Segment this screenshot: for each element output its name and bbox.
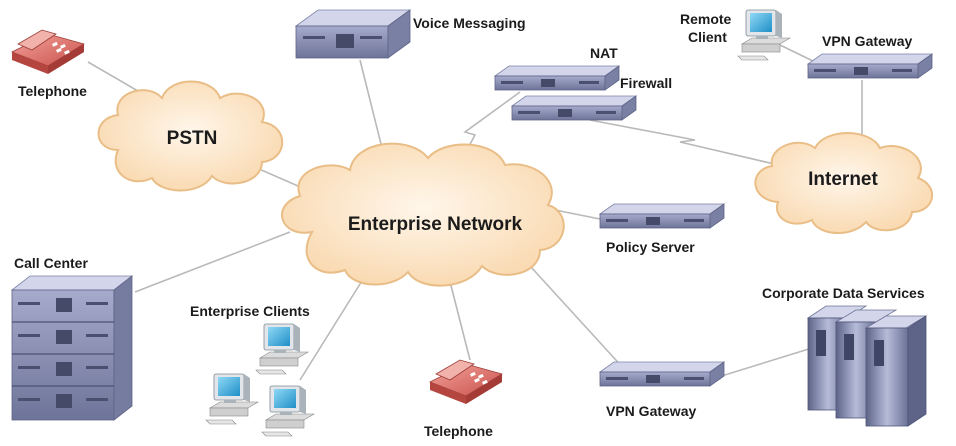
voice-messaging-label: Voice Messaging (413, 15, 526, 31)
enterprise-network-label: Enterprise Network (348, 214, 523, 235)
enterprise-client-computer-icon-3 (261, 385, 315, 437)
internet-cloud (754, 132, 934, 235)
vpn-gateway-bottom-label: VPN Gateway (606, 403, 696, 419)
link-vpn2-corporate (714, 347, 813, 379)
firewall-server-icon (511, 95, 637, 121)
enterprise-cloud (281, 142, 565, 287)
telephone-top-label: Telephone (18, 83, 87, 99)
telephone-bottom-label: Telephone (424, 423, 493, 439)
remote-client-computer-icon (737, 9, 791, 61)
enterprise-client-computer-icon-2 (205, 373, 259, 425)
vpn-gateway-top-server-icon (807, 53, 933, 79)
vpn-gateway-top-label: VPN Gateway (822, 33, 912, 49)
firewall-label: Firewall (620, 75, 672, 91)
pstn-cloud (97, 80, 284, 192)
enterprise-client-computer-icon-1 (255, 323, 309, 375)
corporate-data-services-towers-icon (806, 305, 928, 427)
internet-label: Internet (808, 169, 878, 190)
link-enterprise-vpn2 (519, 254, 626, 371)
policy-server-label: Policy Server (606, 239, 695, 255)
link-firewall-internet (589, 119, 801, 171)
nat-label: NAT (590, 45, 618, 61)
voice-messaging-server-icon (294, 9, 412, 59)
policy-server-icon (599, 203, 725, 229)
call-center-server-stack-icon (10, 275, 134, 421)
enterprise-clients-label: Enterprise Clients (190, 303, 310, 319)
remote-client-label-line2: Client (688, 29, 727, 45)
telephone-bottom-icon (429, 359, 503, 405)
link-voice-enterprise (359, 59, 386, 161)
telephone-top-icon (11, 29, 85, 75)
remote-client-label-line1: Remote (680, 11, 732, 27)
call-center-label: Call Center (14, 255, 88, 271)
link-callcenter-enterprise (134, 231, 291, 293)
corporate-data-services-label: Corporate Data Services (762, 285, 925, 301)
pstn-label: PSTN (167, 128, 218, 149)
vpn-gateway-bottom-server-icon (599, 361, 725, 387)
nat-server-icon (494, 65, 620, 91)
link-remote-vpn (779, 44, 816, 63)
